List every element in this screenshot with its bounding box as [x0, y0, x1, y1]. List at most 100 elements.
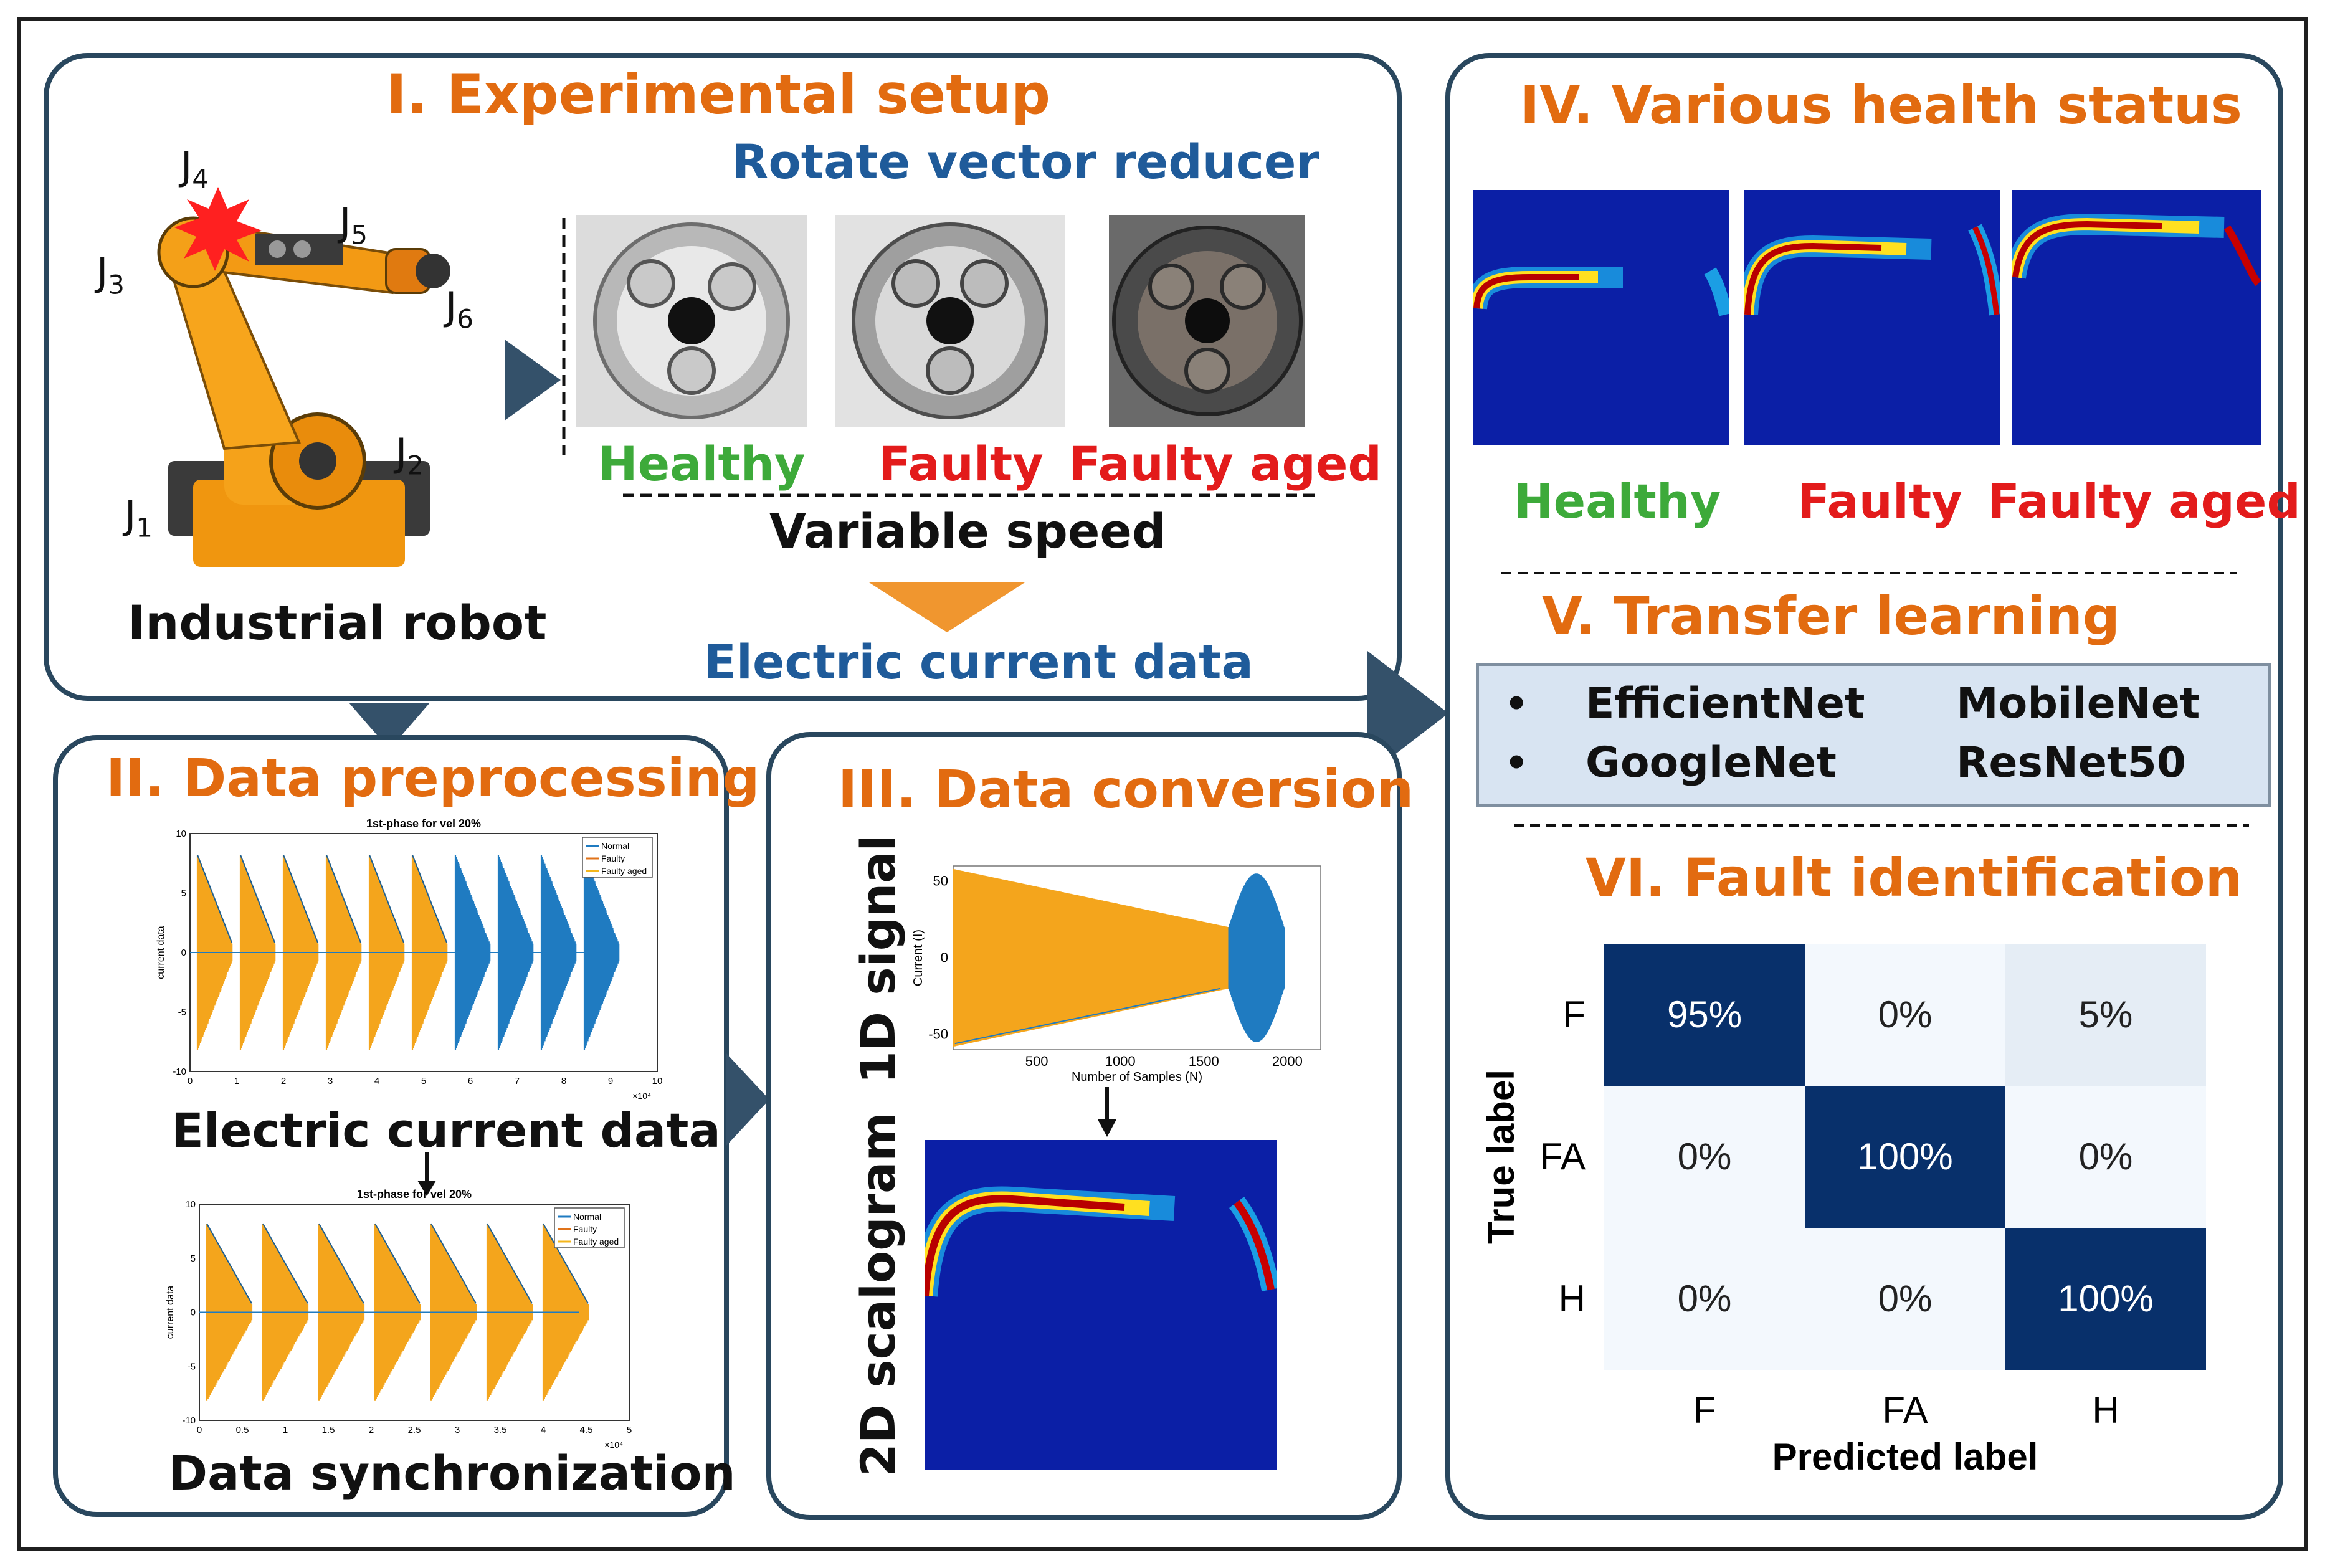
arrow-right-icon	[726, 1053, 769, 1146]
x-tick-label: 4.5	[580, 1425, 593, 1435]
signal-envelope	[197, 855, 233, 943]
cell-value-label: 0%	[1678, 1136, 1732, 1177]
model-list-box	[1476, 663, 2271, 807]
x-tick-label: 3	[328, 1076, 333, 1086]
matrix-cell	[2005, 944, 2206, 1086]
variable-speed-label: Variable speed	[769, 503, 1166, 559]
cell-value-label: 100%	[2058, 1278, 2153, 1319]
arrow-down-icon	[869, 582, 1025, 632]
arrow-right-icon	[505, 340, 561, 421]
joint-label-j3: J3	[97, 249, 125, 300]
x-tick-label: 4	[541, 1425, 546, 1435]
x-tick-label: 0	[188, 1076, 193, 1086]
arrow-down-icon	[349, 703, 430, 749]
x-tick-label: 1500	[1189, 1053, 1219, 1069]
current-data-plot-raw: 1st-phase for vel 20%current data1050-5-…	[156, 817, 662, 1101]
joint-label-j1: J1	[125, 492, 153, 543]
arrow-down-icon	[417, 1152, 436, 1196]
x-tick-label: 2000	[1272, 1053, 1303, 1069]
x-tick-label: 1000	[1105, 1053, 1136, 1069]
health-label-faulty-aged: Faulty aged	[1987, 473, 2301, 529]
signal-envelope	[543, 1223, 589, 1304]
y-axis-label: current data	[156, 926, 166, 979]
x-exponent-label: ×10⁴	[604, 1440, 623, 1450]
dashed-divider-horizontal	[1514, 824, 2249, 827]
signal-waveform	[190, 855, 620, 1050]
y-tick-label: 10	[185, 1199, 196, 1210]
y-tick-label: F	[1562, 994, 1586, 1035]
signal-waveform	[1228, 873, 1285, 1042]
plot-title: 1st-phase for vel 20%	[366, 817, 481, 830]
x-tick-label: 8	[561, 1076, 566, 1086]
x-tick-label: 6	[468, 1076, 473, 1086]
section-title-transfer-learning: V. Transfer learning	[1542, 586, 2120, 647]
matrix-cell	[1604, 1086, 1805, 1228]
x-tick-label: 500	[1025, 1053, 1048, 1069]
x-tick-label: H	[2092, 1389, 2119, 1431]
dashed-divider-horizontal	[1501, 572, 2237, 574]
panel-title-health-status: IV. Various health status	[1520, 75, 2242, 136]
x-tick-label: FA	[1882, 1389, 1928, 1431]
x-tick-label: 1	[234, 1076, 239, 1086]
x-tick-label: 2	[369, 1425, 374, 1435]
dashed-divider-horizontal	[623, 493, 1315, 497]
condition-label-faulty-aged: Faulty aged	[1068, 436, 1382, 492]
plot-caption-data-synchronization: Data synchronization	[168, 1445, 736, 1501]
x-axis-label: Number of Samples (N)	[1072, 1070, 1202, 1084]
signal-waveform	[199, 1223, 589, 1401]
current-data-plot-synchronized: 1st-phase for vel 20%current data1050-5-…	[165, 1188, 632, 1450]
y-tick-label: 0	[181, 948, 186, 958]
joint-label-j6: J6	[445, 283, 474, 335]
electric-current-data-label: Electric current data	[704, 634, 1253, 690]
legend-entry: Faulty	[573, 1224, 597, 1234]
panel-title-data-conversion: III. Data conversion	[838, 759, 1414, 820]
signal-envelope	[240, 855, 276, 943]
y-tick-label: 10	[176, 829, 186, 839]
legend-entry: Normal	[601, 841, 629, 851]
y-tick-label: 5	[181, 888, 186, 899]
scalogram-image	[925, 1140, 1277, 1470]
reducer-title: Rotate vector reducer	[732, 134, 1319, 189]
model-googlenet: GoogleNet	[1586, 738, 1837, 787]
legend-entry: Faulty aged	[601, 866, 647, 876]
matrix-cell	[2005, 1086, 2206, 1228]
cell-value-label: 0%	[2079, 1136, 2133, 1177]
model-mobilenet: MobileNet	[1956, 679, 2200, 728]
legend-entry: Faulty	[601, 853, 625, 863]
y-tick-label: -50	[928, 1026, 948, 1042]
signal-envelope	[206, 1223, 252, 1304]
signal-1d-label: 1D signal	[850, 835, 906, 1084]
arrow-down-icon	[1098, 1087, 1116, 1137]
panel-title-data-preprocessing: II. Data preprocessing	[106, 748, 760, 809]
y-tick-label: 0	[941, 950, 948, 966]
signal-envelope	[318, 1223, 364, 1304]
model-efficientnet: EfficientNet	[1586, 679, 1865, 728]
signal-envelope	[487, 1223, 533, 1304]
x-tick-label: 0	[197, 1425, 202, 1435]
cell-value-label: 100%	[1857, 1136, 1952, 1177]
joint-label-j2: J2	[396, 430, 424, 481]
dashed-divider-vertical	[562, 218, 566, 455]
legend-entry: Normal	[573, 1212, 601, 1222]
x-tick-label: 3	[455, 1425, 460, 1435]
cell-value-label: 95%	[1667, 994, 1742, 1035]
section-title-fault-identification: VI. Fault identification	[1586, 847, 2243, 908]
signal-envelope	[430, 1223, 477, 1304]
bullet: •	[1505, 682, 1529, 726]
joint-label-j5: J5	[340, 199, 368, 250]
health-label-healthy: Healthy	[1514, 473, 1721, 529]
y-tick-label: 0	[191, 1308, 196, 1318]
x-tick-label: 1	[283, 1425, 288, 1435]
signal-envelope	[374, 1223, 421, 1304]
industrial-robot-illustration	[157, 187, 450, 567]
plot-caption-electric-current-data: Electric current data	[171, 1103, 721, 1158]
reducer-photo-healthy	[576, 215, 807, 427]
reducer-photo-faulty	[835, 215, 1065, 427]
x-tick-label: 2	[281, 1076, 286, 1086]
signal-envelope	[412, 855, 448, 943]
y-tick-label: H	[1559, 1278, 1586, 1319]
bullet: •	[1505, 741, 1529, 785]
panel-title-experimental-setup: I. Experimental setup	[386, 62, 1050, 126]
